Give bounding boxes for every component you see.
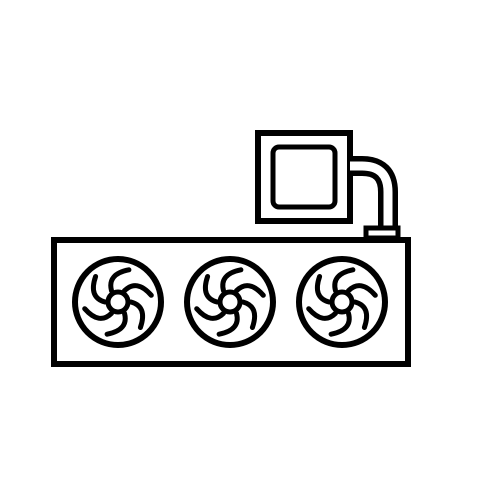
fan-blade (346, 283, 378, 298)
fan-icon (296, 256, 388, 348)
fan-blade (108, 267, 132, 294)
fan-hub (329, 289, 355, 315)
fan-blade (216, 310, 240, 337)
fan-blade (82, 306, 114, 321)
fan-blade (314, 274, 332, 305)
tube-inner (350, 161, 393, 230)
fan-blade (202, 274, 220, 305)
tube-fitting (363, 225, 401, 241)
coolant-tube-icon (350, 156, 401, 241)
fan-icon (184, 256, 276, 348)
fan-blade (104, 310, 128, 337)
fan-hub (105, 289, 131, 315)
fan-blade (332, 267, 356, 294)
fan-blade (90, 274, 108, 305)
fan-blade (220, 267, 244, 294)
pump-screen (270, 144, 338, 210)
fan-blade (352, 299, 370, 330)
fan-icon (72, 256, 164, 348)
fan-blade (240, 299, 258, 330)
fan-blade (328, 310, 352, 337)
fan-blade (128, 299, 146, 330)
fan-blade (122, 283, 154, 298)
fan-blade (234, 283, 266, 298)
fan-blade (306, 306, 338, 321)
radiator-fans (72, 256, 388, 348)
pump-block-icon (255, 130, 353, 224)
fan-hub (217, 289, 243, 315)
fan-blade (194, 306, 226, 321)
